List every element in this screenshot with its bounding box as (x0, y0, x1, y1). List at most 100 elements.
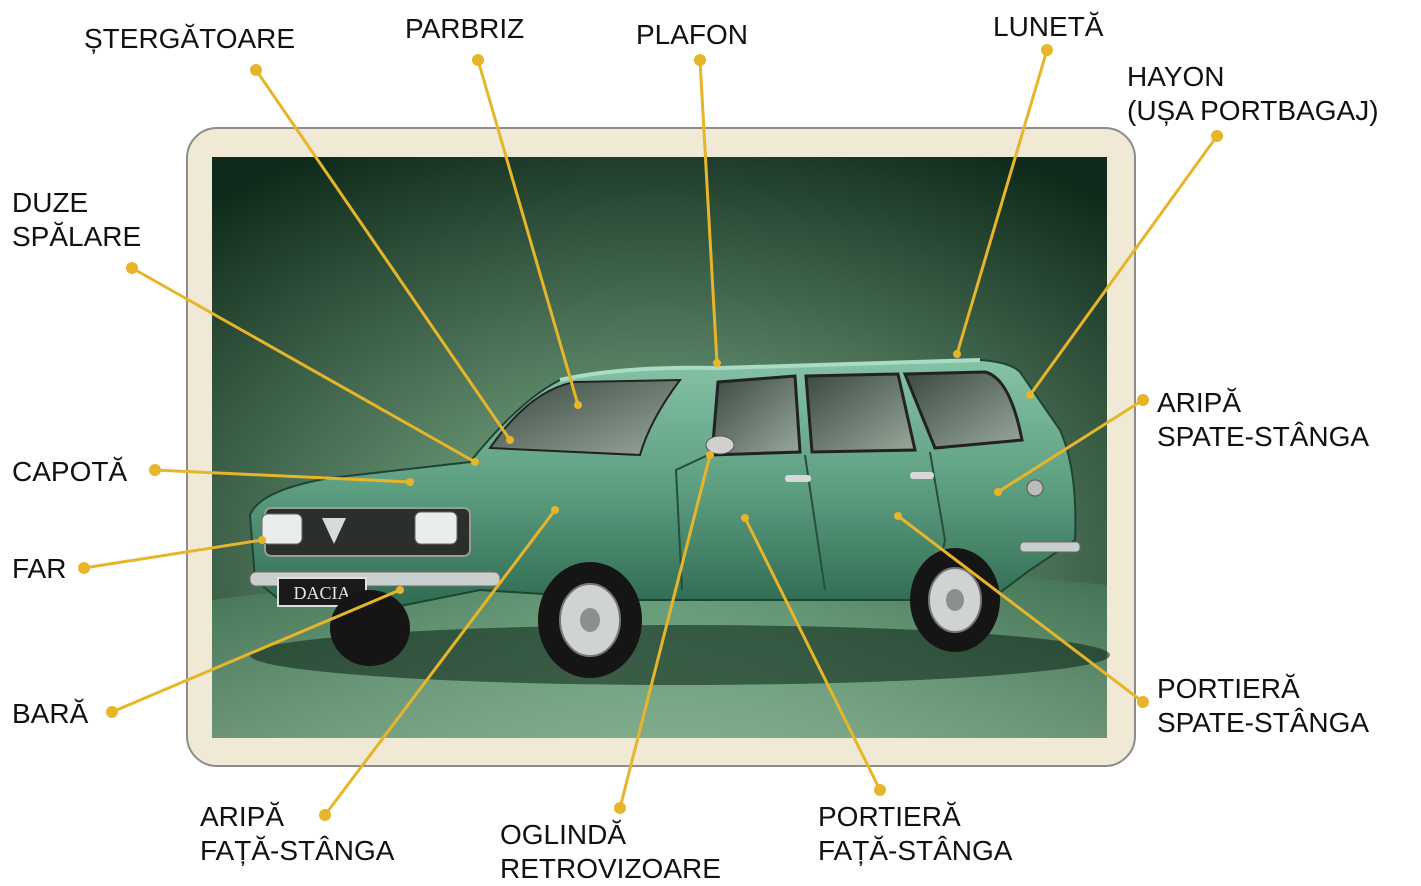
dot-portiera-spate (1137, 696, 1149, 708)
target-oglinda (706, 451, 714, 459)
leader-plafon (698, 59, 719, 364)
label-plafon: PLAFON (636, 18, 748, 52)
target-aripa-fata (551, 506, 559, 514)
mirror (705, 435, 735, 455)
license-plate-text: DACIA (294, 583, 351, 603)
label-stergatoare: ȘTERGĂTOARE (84, 22, 295, 56)
front-window (710, 374, 802, 457)
car-shadow (250, 625, 1110, 685)
label-bara: BARĂ (12, 697, 88, 731)
leader-luneta (955, 49, 1049, 355)
leader-aripa-fata (323, 509, 557, 816)
label-oglinda: OGLINDĂ RETROVIZOARE (500, 818, 721, 886)
leader-lines (83, 49, 1219, 816)
leader-dots (78, 44, 1223, 821)
label-aripa-spate-line-1: ARIPĂ (1157, 387, 1242, 418)
windshield (488, 378, 683, 457)
label-duze: DUZE SPĂLARE (12, 186, 141, 254)
leader-hayon (1028, 135, 1219, 396)
label-portiera-fata-line-1: PORTIERĂ (818, 801, 961, 832)
label-aripa-fata: ARIPĂ FAȚĂ-STÂNGA (200, 800, 394, 868)
dot-far (78, 562, 90, 574)
label-stergatoare-line-1: ȘTERGĂTOARE (84, 23, 296, 54)
rear-bumper (1019, 541, 1081, 553)
label-aripa-fata-line-2: FAȚĂ-STÂNGA (200, 835, 395, 866)
leader-portiera-spate (897, 514, 1144, 704)
label-portiera-fata-line-2: FAȚĂ-STÂNGA (818, 835, 1013, 866)
label-hayon-line-2: (UȘA PORTBAGAJ) (1127, 95, 1379, 126)
dot-aripa-fata (319, 809, 331, 821)
label-oglinda-line-2: RETROVIZOARE (500, 853, 721, 884)
dot-stergatoare (250, 64, 262, 76)
leader-stergatoare (254, 69, 512, 441)
leader-oglinda (618, 454, 712, 809)
label-parbriz: PARBRIZ (405, 12, 524, 46)
target-far (258, 536, 266, 544)
target-luneta (953, 350, 961, 358)
label-capota-line-1: CAPOTĂ (12, 456, 128, 487)
dot-duze (126, 262, 138, 274)
hidden-wheel (330, 590, 410, 666)
car-illustration: DACIA (248, 358, 1110, 685)
dot-portiera-fata (874, 784, 886, 796)
label-luneta: LUNETĂ (993, 10, 1103, 44)
leader-aripa-spate (997, 398, 1144, 494)
dot-plafon (694, 54, 706, 66)
dot-oglinda (614, 802, 626, 814)
target-aripa-spate (994, 488, 1002, 496)
label-portiera-spate-line-2: SPATE-STÂNGA (1157, 707, 1370, 738)
headlight-left (261, 513, 303, 545)
dot-parbriz (472, 54, 484, 66)
target-hayon (1026, 391, 1034, 399)
target-plafon (713, 359, 721, 367)
fuel-cap (1026, 479, 1044, 497)
rear-window (804, 372, 917, 454)
target-capota (406, 478, 414, 486)
headlight-right (414, 511, 458, 545)
label-parbriz-line-1: PARBRIZ (405, 13, 525, 44)
target-portiera-spate (894, 512, 902, 520)
label-aripa-spate-line-2: SPATE-STÂNGA (1157, 421, 1370, 452)
quarter-window (902, 370, 1024, 450)
leader-capota (154, 468, 411, 484)
label-far: FAR (12, 552, 66, 586)
label-duze-line-2: SPĂLARE (12, 221, 142, 252)
leader-portiera-fata (743, 517, 882, 791)
front-door-handle (785, 475, 811, 482)
label-portiera-spate: PORTIERĂ SPATE-STÂNGA (1157, 672, 1369, 740)
label-luneta-line-1: LUNETĂ (993, 11, 1104, 42)
target-duze (471, 458, 479, 466)
label-duze-line-1: DUZE (12, 187, 89, 218)
roof-highlight (559, 358, 981, 382)
rear-wheel (910, 548, 1000, 652)
label-bara-line-1: BARĂ (12, 698, 89, 729)
label-aripa-fata-line-1: ARIPĂ (200, 801, 285, 832)
label-capota: CAPOTĂ (12, 455, 127, 489)
rear-door-handle (910, 472, 934, 479)
target-stergatoare (506, 436, 514, 444)
dot-capota (149, 464, 161, 476)
dot-bara (106, 706, 118, 718)
leader-bara (111, 588, 401, 714)
leader-parbriz (476, 59, 580, 406)
label-oglinda-line-1: OGLINDĂ (500, 819, 627, 850)
label-aripa-spate: ARIPĂ SPATE-STÂNGA (1157, 386, 1369, 454)
label-hayon-line-1: HAYON (1127, 61, 1225, 92)
dot-luneta (1041, 44, 1053, 56)
label-far-line-1: FAR (12, 553, 67, 584)
badge (322, 518, 346, 544)
label-hayon: HAYON (UȘA PORTBAGAJ) (1127, 60, 1379, 128)
label-portiera-fata: PORTIERĂ FAȚĂ-STÂNGA (818, 800, 1012, 868)
label-plafon-line-1: PLAFON (636, 19, 749, 50)
target-parbriz (574, 401, 582, 409)
dot-hayon (1211, 130, 1223, 142)
front-wheel (538, 562, 642, 678)
dot-aripa-spate (1137, 394, 1149, 406)
target-portiera-fata (741, 514, 749, 522)
front-door-line (674, 454, 709, 591)
label-portiera-spate-line-1: PORTIERĂ (1157, 673, 1300, 704)
target-bara (396, 586, 404, 594)
leader-far (83, 538, 263, 570)
